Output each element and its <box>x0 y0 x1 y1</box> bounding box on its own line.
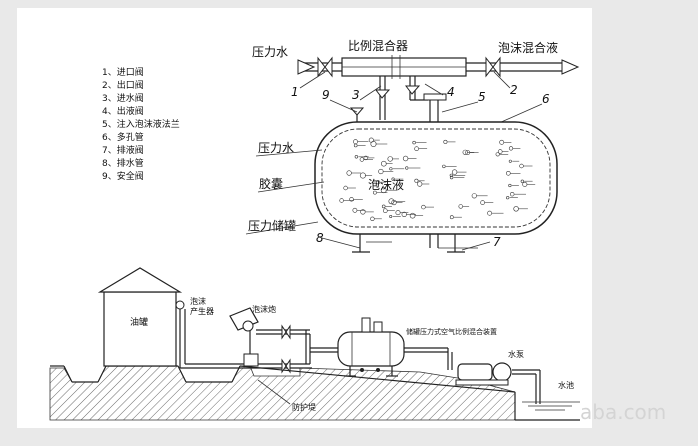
foam-bubble <box>389 167 393 171</box>
foam-bubble <box>495 152 500 157</box>
tank-label: 压力储罐 <box>248 218 296 233</box>
callout-5: 5 <box>478 90 486 104</box>
device-label: 储罐压力式空气比例混合装置 <box>406 327 497 336</box>
foam-bubble <box>520 179 524 183</box>
legend-item-2: 2、出口阀 <box>102 79 144 91</box>
foam-bubble <box>443 139 448 144</box>
callout-8: 8 <box>316 231 324 245</box>
legend-item-8: 8、排水管 <box>102 157 144 169</box>
foam-bubble <box>412 140 416 145</box>
legend-item-6: 6、多孔管 <box>102 131 144 143</box>
callout-3: 3 <box>352 88 360 102</box>
safety-valve <box>349 107 365 116</box>
foam-generator-label-1: 泡沫 <box>190 296 206 306</box>
foam-bubbles <box>339 137 536 222</box>
pump-label: 水泵 <box>508 349 524 359</box>
foam-bubble <box>354 155 359 159</box>
water-in-valve <box>375 89 391 99</box>
inlet-label: 压力水 <box>252 45 288 59</box>
foam-bubble <box>449 175 454 180</box>
foam-bubble <box>372 190 377 195</box>
callout-7: 7 <box>493 235 501 249</box>
foam-bubble <box>359 157 365 162</box>
foam-bubble <box>343 185 348 191</box>
legend-item-3: 3、进水阀 <box>102 92 144 104</box>
mixer-label: 比例混合器 <box>348 38 408 53</box>
foam-bubble <box>353 143 358 148</box>
outlet-label: 泡沫混合液 <box>498 40 558 55</box>
callout-6: 6 <box>542 92 550 106</box>
mixer-pipeline <box>297 55 580 248</box>
water-pump <box>455 362 512 386</box>
foam-bubble <box>508 159 512 163</box>
pressure-tank <box>314 121 558 253</box>
foam-bubble <box>449 215 454 220</box>
foam-bubble <box>508 146 514 151</box>
outlet-arrow <box>561 59 580 75</box>
inlet-arrow <box>297 59 316 75</box>
legend-item-9: 9、安全阀 <box>102 170 144 182</box>
oil-tank <box>97 267 183 367</box>
foam-liquid-label: 泡沫液 <box>368 177 404 192</box>
foam-bubble <box>506 196 510 200</box>
legend-item-4: 4、出液阀 <box>102 105 144 117</box>
foam-bubble <box>391 177 395 181</box>
foam-bubble <box>519 163 524 169</box>
bottom-pipeline <box>179 309 541 404</box>
legend-item-7: 7、排液阀 <box>102 144 144 156</box>
foam-generator-label-2: 产生器 <box>190 306 214 316</box>
callout-9: 9 <box>322 88 330 102</box>
foam-bubble <box>375 180 380 185</box>
callout-2: 2 <box>510 83 518 97</box>
foam-bubble <box>405 166 409 170</box>
foam-bubble <box>363 155 368 161</box>
oil-tank-label: 油罐 <box>130 316 148 328</box>
pool-label: 水池 <box>558 380 574 390</box>
legend-item-1: 1、进口阀 <box>102 67 144 78</box>
foam-bubble <box>508 183 512 188</box>
foam-cannon <box>229 307 259 332</box>
inlet-valve <box>317 56 333 78</box>
foam-bubble <box>381 204 386 209</box>
foam-bubble <box>370 216 375 222</box>
watermark: aba.com <box>580 400 666 424</box>
foam-bubble <box>339 198 344 203</box>
legend: 1、进口阀 2、出口阀 3、进水阀 4、出液阀 5、注入泡沫液法兰 6、多孔管 … <box>102 67 180 182</box>
mixing-device <box>337 317 405 377</box>
bladder-label: 胶囊 <box>259 176 283 191</box>
foam-bubble <box>510 192 515 197</box>
foam-bubble <box>458 204 463 209</box>
foam-bubble <box>442 164 446 169</box>
callout-1: 1 <box>291 85 299 99</box>
foam-bubble <box>414 178 419 183</box>
foam-bubble <box>349 197 354 202</box>
outlet-valve <box>485 56 501 78</box>
tank-water-label: 压力水 <box>258 141 294 155</box>
foam-bubble <box>389 215 393 219</box>
dike-label: 防护堤 <box>292 402 316 412</box>
callout-4: 4 <box>447 85 455 99</box>
foam-bubble <box>421 204 426 210</box>
foam-generator-icon <box>175 300 185 310</box>
foam-cannon-label: 泡沫炮 <box>252 304 276 314</box>
legend-item-5: 5、注入泡沫液法兰 <box>102 118 180 130</box>
foam-bubble <box>449 173 453 177</box>
filling-flange <box>423 93 447 101</box>
foam-out-valve <box>405 85 421 95</box>
water-pool <box>514 392 580 421</box>
